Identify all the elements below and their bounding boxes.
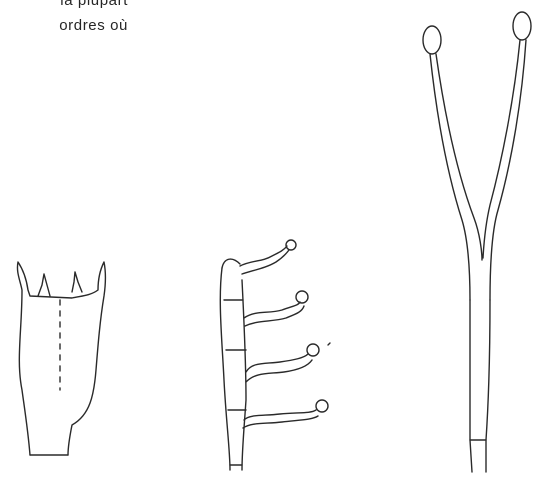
figure-2-branch-4 xyxy=(244,410,316,420)
figure-2-gland-3 xyxy=(307,344,319,356)
figure-3-gland-right xyxy=(513,12,531,40)
figure-3-gland-left xyxy=(423,26,441,54)
figure-1 xyxy=(17,262,105,455)
figure-2 xyxy=(220,240,330,470)
figure-2-gland-4 xyxy=(316,400,328,412)
figure-2-stem-right xyxy=(242,280,246,470)
figure-2-stem-left xyxy=(220,268,230,470)
figure-3 xyxy=(423,12,531,472)
figure-2-top xyxy=(222,259,240,268)
figure-3-arm-right xyxy=(490,40,526,300)
figure-1-horn-right xyxy=(72,272,82,292)
figure-2-gland-1 xyxy=(286,240,296,250)
figure-1-horn-left xyxy=(38,274,50,296)
figure-1-outline xyxy=(17,262,105,455)
figure-2-gland-2 xyxy=(296,291,308,303)
figure-2-speck xyxy=(328,343,330,345)
figure-3-arm-left xyxy=(430,54,470,300)
figure-2-branch-1 xyxy=(240,246,287,266)
figure-3-stem xyxy=(470,300,472,472)
